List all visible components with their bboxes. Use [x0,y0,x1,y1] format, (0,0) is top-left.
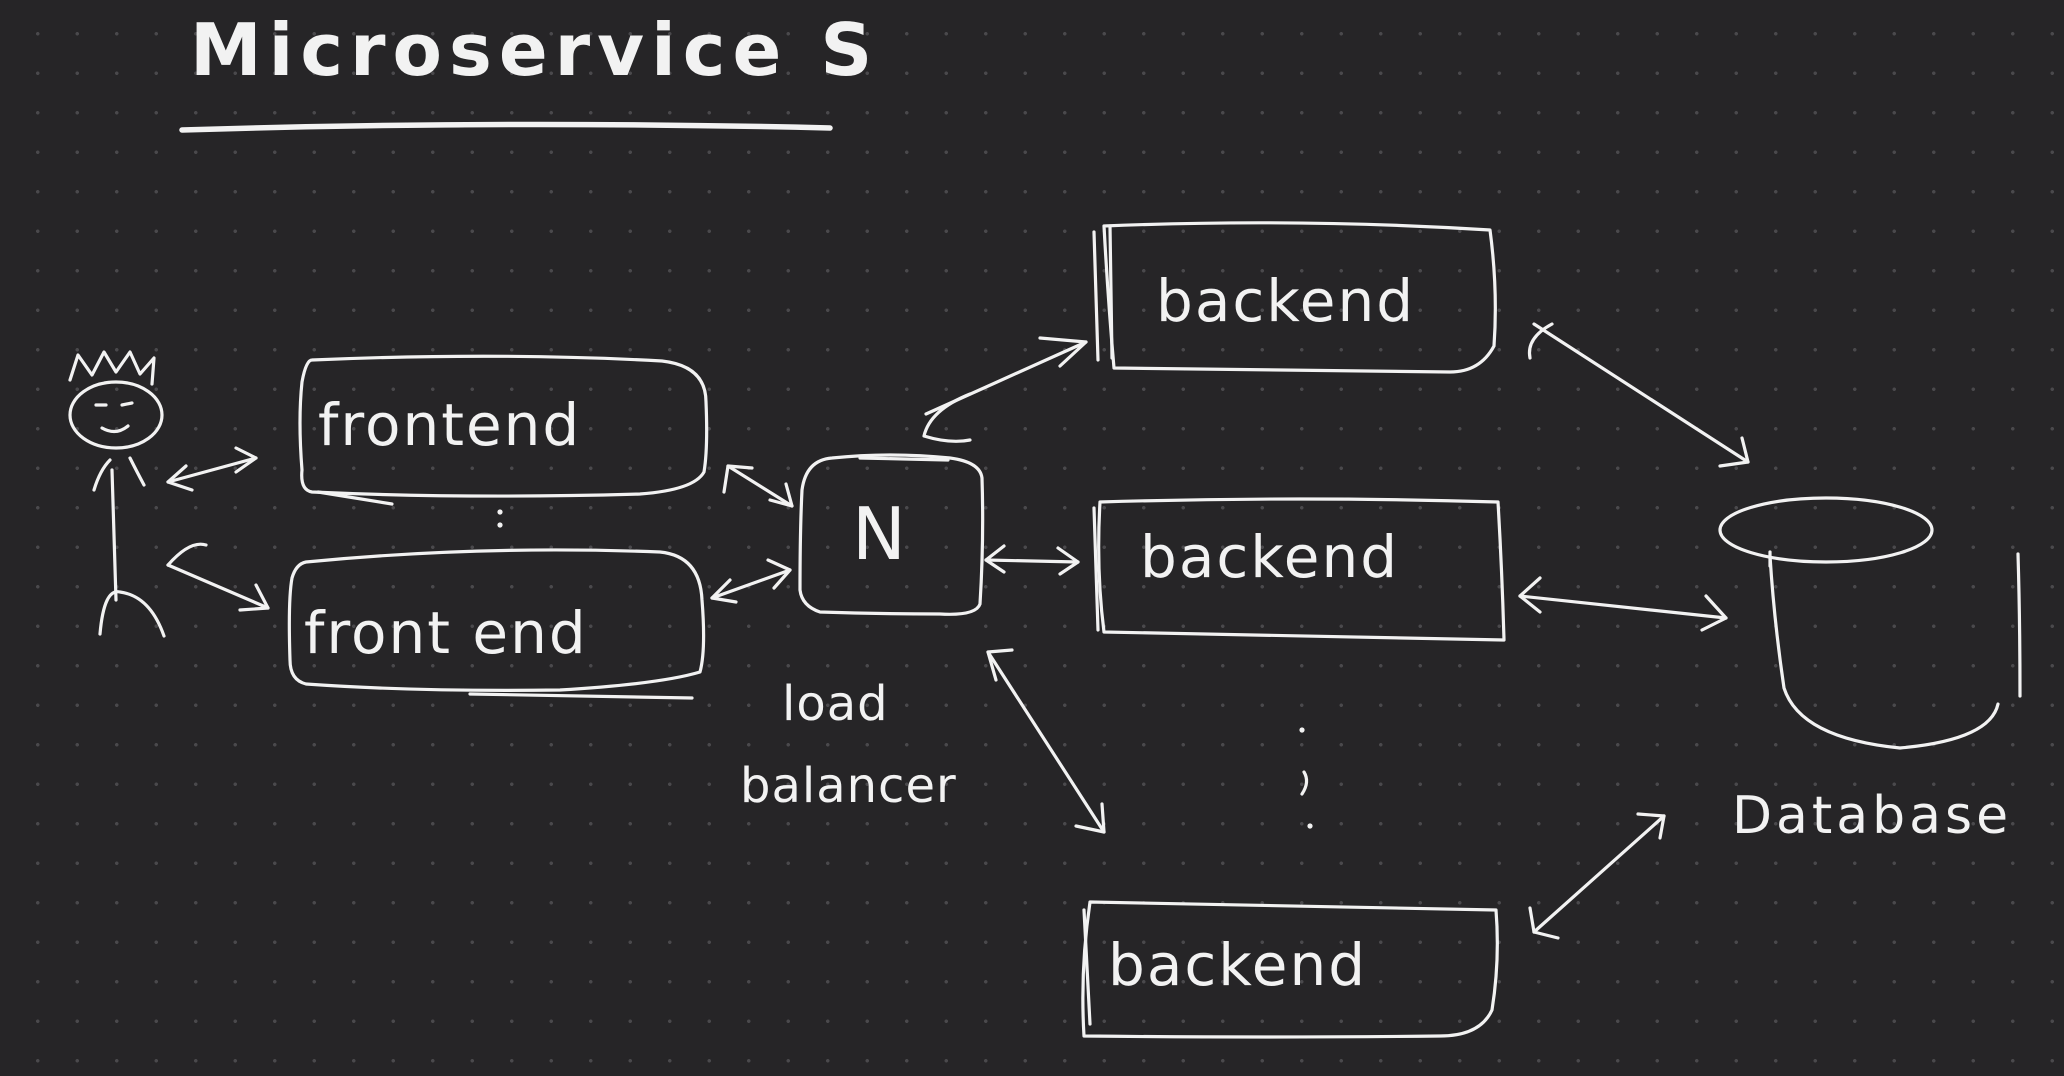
backend-1-box [1102,221,1497,374]
arrow-user-frontend-1 [166,446,258,492]
load-balancer-symbol: N [852,492,906,576]
backend-3-label: backend [1108,931,1368,999]
backend-3-box-side [1082,908,1092,1026]
user-stick-figure-icon [68,350,166,638]
backend-2-label: backend [1140,523,1400,591]
arrow-frontend-2-lb [710,558,792,604]
frontend-1-box [298,354,709,498]
arrow-backend-1-database [1527,322,1750,468]
arrow-backend-3-database [1528,812,1666,940]
backend-ellipsis [1299,727,1313,829]
frontend-2-box-tail [468,692,694,700]
frontend-ellipsis [497,509,503,528]
load-balancer-caption-line-1: load [782,676,889,732]
arrow-frontend-1-lb [722,464,794,508]
load-balancer-caption-line-2: balancer [740,758,957,814]
load-balancer-box [798,453,985,616]
backend-3-box [1081,900,1499,1039]
title-underline [179,121,833,133]
frontend-2-label: front end [304,599,588,667]
arrow-user-frontend-2 [166,542,270,612]
backend-2-box [1097,497,1506,642]
backend-1-label: backend [1156,267,1416,335]
arrow-lb-backend-2 [984,544,1080,576]
frontend-1-label: frontend [318,391,582,459]
arrow-lb-backend-1 [922,336,1088,443]
database-cylinder-icon [1718,496,2022,750]
load-balancer-box-top [858,456,950,462]
arrow-backend-2-database [1518,576,1728,632]
arrow-lb-backend-3 [986,648,1106,834]
page-title: Microservice S [190,8,880,92]
backend-2-box-side [1092,506,1100,632]
frontend-1-box-tail [316,490,394,506]
backend-1-box-side [1092,224,1114,362]
frontend-2-box [287,548,706,692]
database-label: Database [1732,786,2013,846]
